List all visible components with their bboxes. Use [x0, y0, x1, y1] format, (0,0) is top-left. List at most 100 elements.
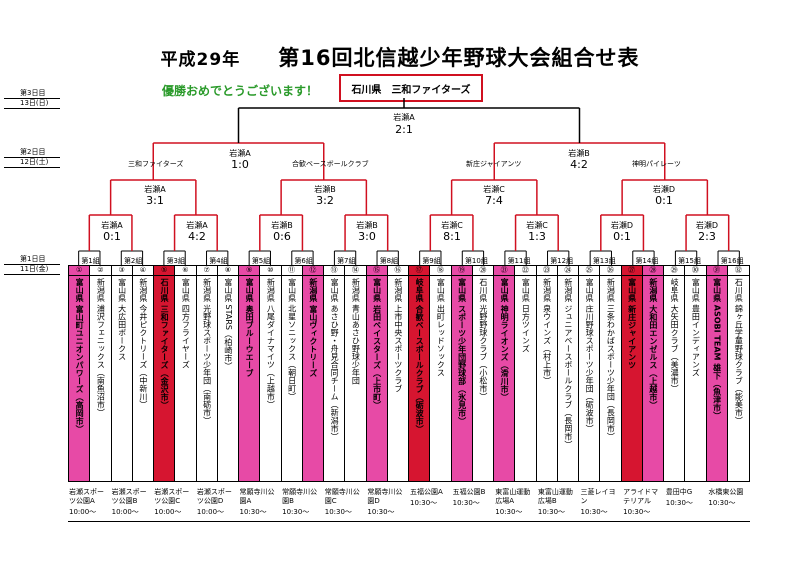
page-title: 平成29年第16回北信越少年野球大会組合せ表	[0, 42, 800, 72]
venue-name: 常願寺川公園B	[282, 488, 318, 505]
qf3-venue: 岩瀬C	[483, 185, 505, 194]
team-number: ㉒	[515, 266, 536, 276]
venue-name: 五福公園B	[452, 488, 486, 496]
group-label: 第15組	[678, 257, 701, 265]
venue-time: 10:00～	[154, 508, 182, 516]
team-name: 富山県 岩田ベイスターズ（上市町）	[372, 278, 382, 409]
team-name: 新潟県 三条わかばスポーツ少年団（長岡市）	[606, 278, 616, 441]
team-name: 新潟県 光野球スポーツ少年団（南砺市）	[202, 278, 212, 425]
team-name: 新潟県 八尾ダイナマイツ（上越市）	[266, 278, 276, 409]
venue-name: 水橋東公園	[708, 488, 744, 496]
team-number: ②	[90, 266, 111, 276]
team-name: 石川県 錦ヶ丘学童野球クラブ（能美市）	[734, 278, 744, 425]
venue-time: 10:30～	[665, 499, 693, 507]
team-number: ⑭	[345, 266, 366, 276]
final-score: 2:1	[395, 123, 413, 136]
team-number: ③	[111, 266, 132, 276]
team-number: ㉑	[494, 266, 515, 276]
team-number: ㉙	[664, 266, 685, 276]
venue-time: 10:30～	[410, 499, 438, 507]
venue-name: アライドマテリアル	[623, 488, 659, 505]
semi2-right-team: 神明パイレーツ	[632, 160, 681, 168]
venue-time: 10:30～	[580, 508, 608, 516]
r16-5-venue: 岩瀬C	[441, 221, 463, 230]
venue-time: 10:30～	[537, 508, 566, 516]
team-slot: ③ 富山県 大広田ボークス	[111, 266, 133, 481]
r16-5-score: 8:1	[443, 230, 461, 243]
team-name: 富山県 奥田ブルーウエーブ	[245, 278, 255, 377]
final-venue: 岩瀬A	[393, 113, 415, 122]
team-number: ⑮	[366, 266, 387, 276]
semi2-left-team: 新庄ジャイアンツ	[466, 160, 522, 168]
venue-time: 10:30～	[623, 508, 651, 516]
venue-time: 10:00～	[69, 508, 97, 516]
team-name: 石川県 三和ファイターズ（金沢市）	[160, 278, 170, 409]
group-label: 第2組	[123, 257, 143, 265]
r16-1-score: 0:1	[103, 230, 121, 243]
venue-time: 10:30～	[239, 508, 267, 516]
group-label: 第9組	[422, 257, 441, 265]
day1-label: 第1日目 11日(金)	[4, 255, 60, 275]
champion-pref: 石川県	[351, 84, 382, 96]
venue-name: 常願寺川公園D	[367, 488, 403, 505]
team-name: 富山県 STARS（柏崎市）	[223, 278, 233, 370]
team-name: 新潟県 今井ピクトリーズ（中新川）	[138, 278, 148, 409]
team-number: ㉓	[536, 266, 557, 276]
group-label: 第12組	[550, 257, 574, 265]
venue-time: 10:30～	[282, 508, 310, 516]
team-slot: ⑥ 富山県 四方フライヤーズ	[175, 266, 197, 481]
team-name: 富山県 大広田ボークス	[117, 278, 127, 361]
group-label: 第4組	[209, 257, 228, 265]
team-name: 富山県 スポーツ少年団野球部（氷見市）	[457, 278, 467, 425]
team-number: ⑥	[175, 266, 196, 276]
bracket-lines	[78, 98, 740, 265]
team-number: ⑬	[324, 266, 345, 276]
r16-7-venue: 岩瀬D	[610, 221, 634, 230]
venue-time: 10:30～	[495, 508, 523, 516]
venue-time: 10:30～	[324, 508, 352, 516]
venue-name: 東富山運動広場B	[537, 488, 573, 505]
venue-cell: 東富山運動広場B 10:30～	[536, 486, 580, 522]
qf2-venue: 岩瀬B	[314, 185, 336, 194]
team-number: ⑫	[302, 266, 323, 276]
r16-2-venue: 岩瀬A	[186, 221, 208, 230]
team-name: 岐阜県 合歓ベースボールクラブ（砺波市）	[415, 278, 425, 433]
r16-4-venue: 岩瀬B	[356, 221, 378, 230]
r16-8-score: 2:3	[698, 230, 716, 243]
team-number: ⑯	[387, 266, 408, 276]
semi2-venue: 岩瀬B	[568, 149, 590, 158]
team-name: 富山県 ASOBI TEAM 雄下（魚津市）	[712, 278, 722, 420]
team-number: ⑳	[472, 266, 493, 276]
venue-time: 10:30～	[367, 508, 395, 516]
team-number: ④	[132, 266, 153, 276]
qf4-score: 0:1	[655, 194, 673, 207]
team-name: 富山県 神明ライオンズ（滑川市）	[500, 278, 510, 401]
team-name: 富山県 北星ソニックス（朝日町）	[287, 278, 297, 401]
title-main: 第16回北信越少年野球大会組合せ表	[278, 46, 640, 70]
r16-6-venue: 岩瀬C	[526, 221, 548, 230]
team-number: ㉘	[642, 266, 663, 276]
r16-1-venue: 岩瀬A	[101, 221, 123, 230]
semi1-left-team: 三和ファイターズ	[128, 160, 184, 168]
r16-3-venue: 岩瀬B	[271, 221, 293, 230]
team-number: ⑲	[451, 266, 472, 276]
team-name: 富山県 四方フライヤーズ	[181, 278, 191, 369]
team-slot: ⑮ 富山県 岩田ベイスターズ（上市町）	[366, 266, 388, 481]
team-name: 富山県 日方ツインズ	[521, 278, 531, 353]
venue-name: 豊田中G	[665, 488, 693, 496]
